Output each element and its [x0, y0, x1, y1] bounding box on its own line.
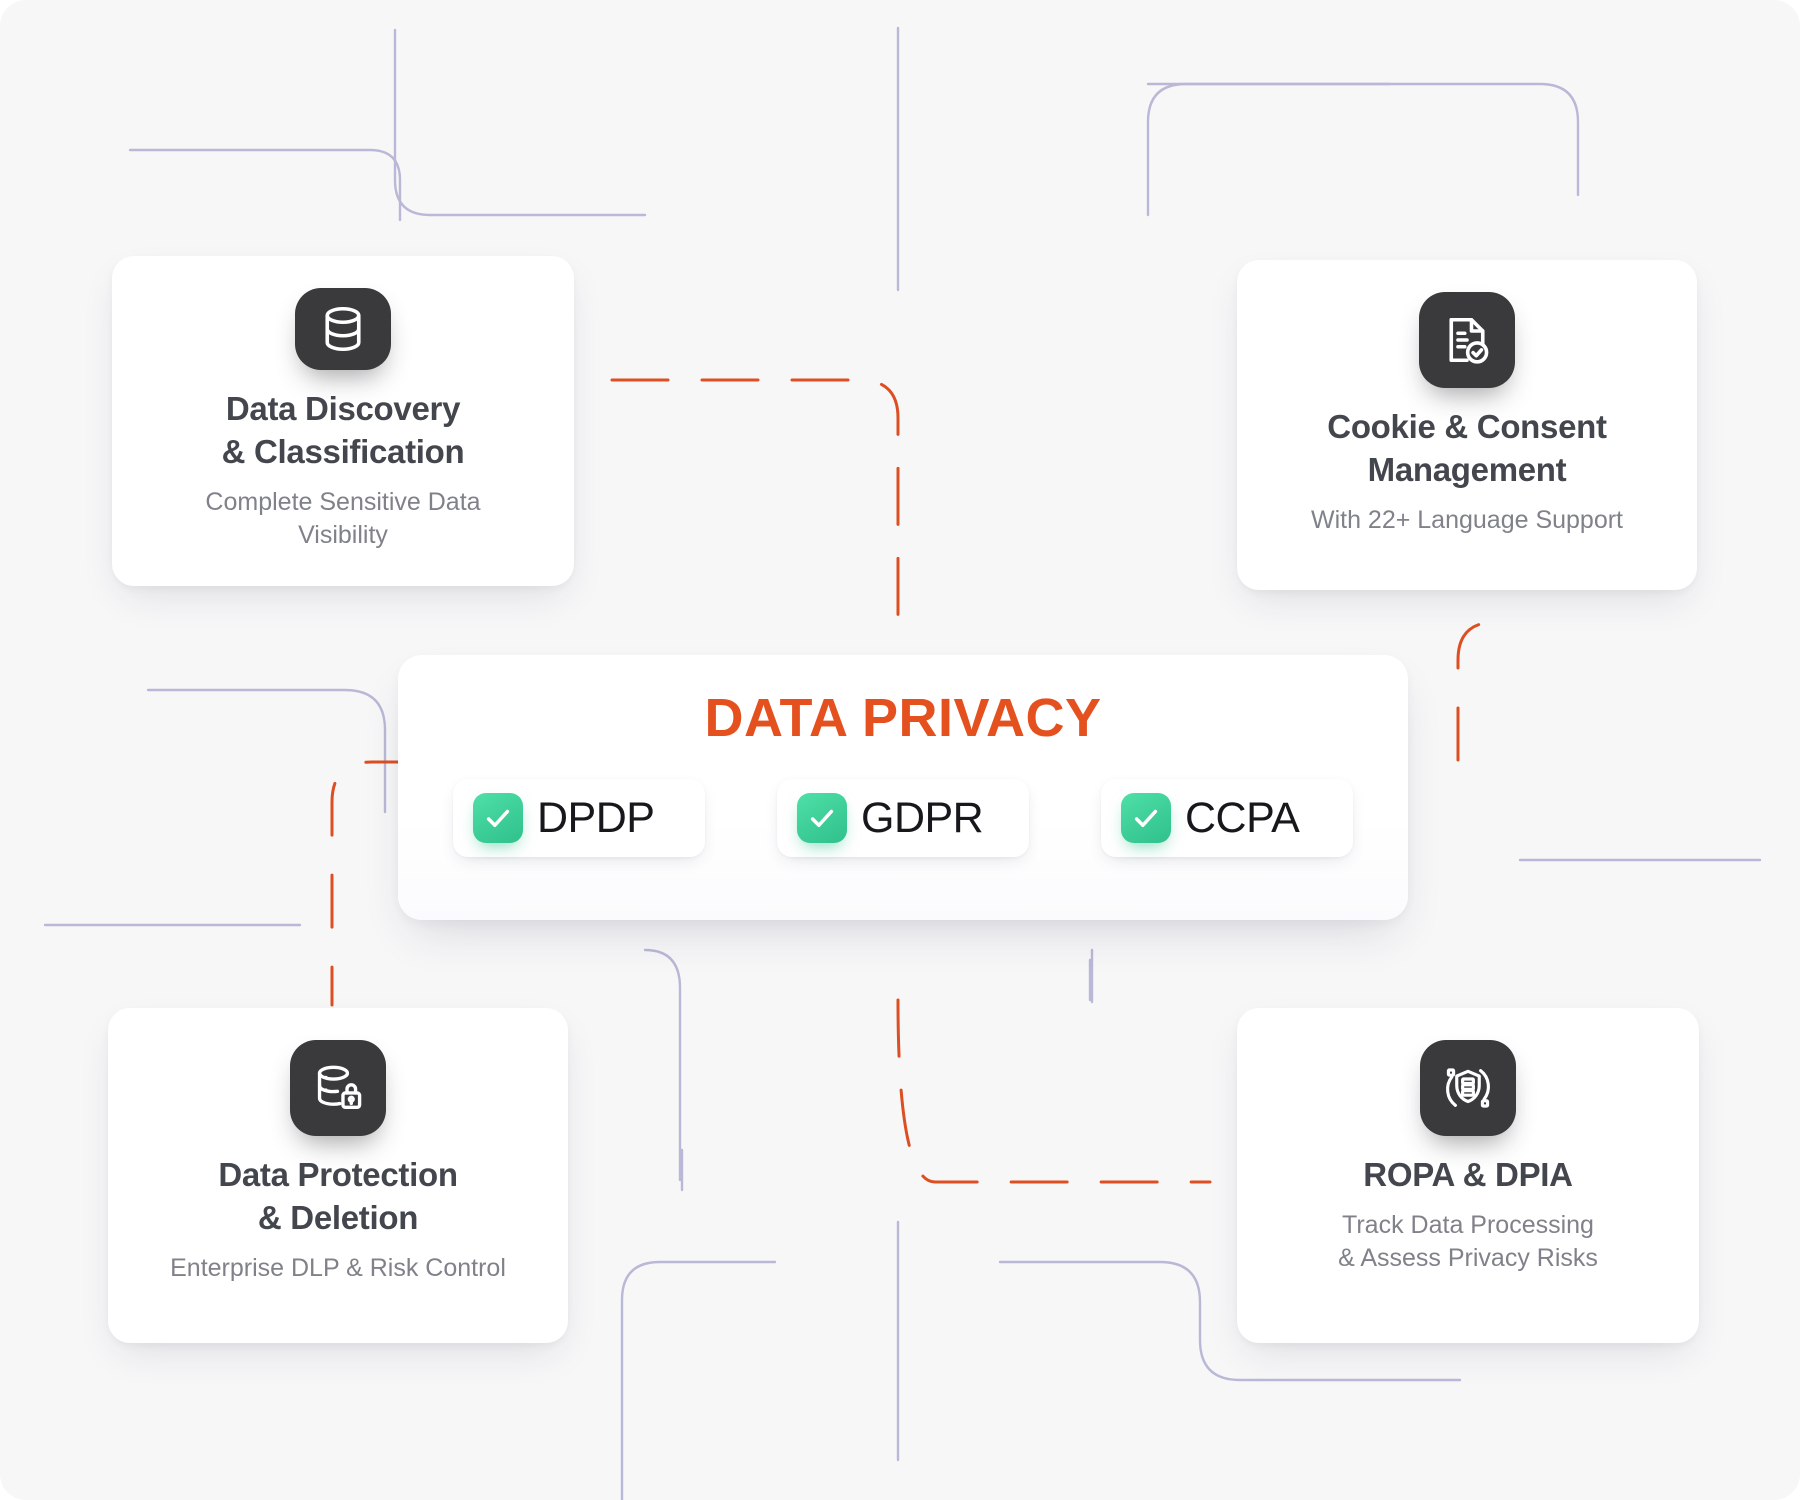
connector-orange-bottom [896, 998, 1212, 1184]
connector-orange-top [610, 378, 900, 622]
database-lock-icon [290, 1040, 386, 1136]
card-subtitle: Enterprise DLP & Risk Control [170, 1253, 506, 1282]
card-subtitle: Track Data Processing & Assess Privacy R… [1338, 1210, 1598, 1272]
card-title: ROPA & DPIA [1363, 1156, 1573, 1193]
card-ropa-dpia[interactable]: ROPA & DPIA Track Data Processing & Asse… [1237, 1008, 1699, 1343]
badge-ccpa[interactable]: CCPA [1101, 779, 1353, 857]
badge-gdpr[interactable]: GDPR [777, 779, 1029, 857]
connector-orange-right-top [1456, 620, 1502, 762]
check-icon [1121, 793, 1171, 843]
badge-label: GDPR [861, 793, 984, 842]
card-subtitle: Complete Sensitive Data Visibility [205, 488, 481, 549]
document-check-icon [1419, 292, 1515, 388]
shield-server-icon [1420, 1040, 1516, 1136]
card-subtitle: With 22+ Language Support [1310, 505, 1624, 534]
badge-label: CCPA [1185, 793, 1300, 842]
card-title: Data Protection & Deletion [218, 1156, 458, 1236]
connector-purple-bl-corner [620, 1260, 777, 1500]
connector-purple-tr-elbow2 [1146, 82, 1580, 217]
compliance-badge-row: DPDP GDPR CCPA [453, 779, 1353, 857]
database-icon [295, 288, 391, 371]
card-title: Cookie & Consent Management [1327, 408, 1607, 488]
connector-purple-left-mid [146, 688, 387, 814]
card-data-discovery[interactable]: Data Discovery & Classification Complete… [112, 256, 574, 586]
badge-label: DPDP [537, 793, 655, 842]
connector-purple-bl-elbow [643, 948, 682, 1182]
card-data-protection[interactable]: Data Protection & Deletion Enterprise DL… [108, 1008, 568, 1343]
connector-purple-tl-elbow [128, 148, 402, 222]
page-title: DATA PRIVACY [704, 688, 1102, 748]
check-icon [473, 793, 523, 843]
check-icon [797, 793, 847, 843]
card-cookie-consent[interactable]: Cookie & Consent Management With 22+ Lan… [1237, 260, 1697, 590]
center-panel-data-privacy: DATA PRIVACY DPDP GDPR [398, 655, 1408, 920]
card-title: Data Discovery & Classification [221, 390, 465, 471]
connector-purple-tl-elbow2 [393, 28, 647, 217]
badge-dpdp[interactable]: DPDP [453, 779, 705, 857]
